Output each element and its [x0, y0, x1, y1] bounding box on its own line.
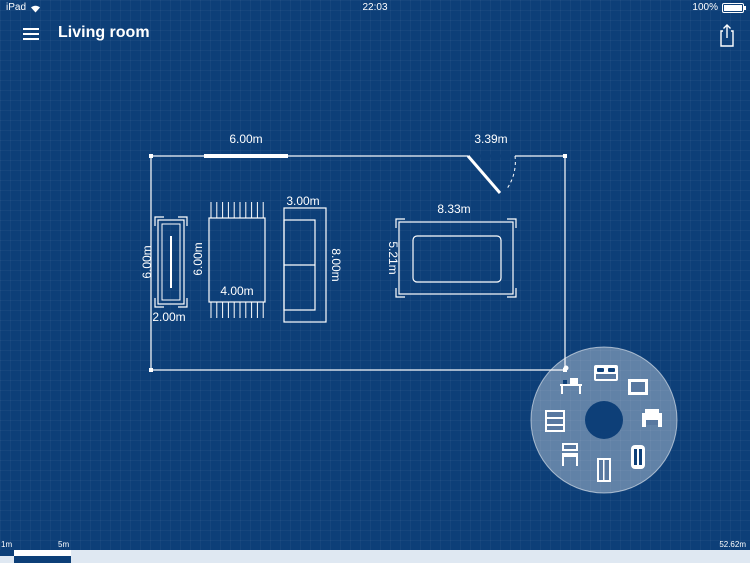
- scale-label-mid: 5m: [58, 540, 70, 549]
- status-left: iPad: [6, 0, 41, 16]
- scale-segment-1m: [0, 550, 14, 556]
- rug-height: 6.00m: [191, 242, 205, 275]
- table[interactable]: [395, 218, 517, 298]
- scale-label-start: 1m: [1, 540, 13, 549]
- window-dimension: 6.00m: [229, 132, 262, 146]
- armchair-icon[interactable]: [642, 409, 662, 427]
- side-table-width: 2.00m: [152, 310, 185, 324]
- radiator-icon[interactable]: [631, 445, 645, 469]
- sofa-width: 3.00m: [286, 194, 319, 208]
- battery-fill: [724, 5, 742, 11]
- status-bar: iPad 22:03 100%: [0, 0, 750, 16]
- rug[interactable]: [208, 202, 266, 318]
- bed-icon[interactable]: [594, 365, 618, 381]
- side-table-height: 6.00m: [140, 245, 154, 278]
- nav-bar: Living room: [0, 16, 750, 54]
- share-button[interactable]: [714, 21, 740, 49]
- share-icon: [720, 24, 734, 47]
- chair-icon[interactable]: [562, 443, 578, 466]
- status-right: 100%: [692, 0, 746, 16]
- table-height: 5.21m: [386, 241, 400, 274]
- battery-percent: 100%: [692, 2, 718, 13]
- door-icon[interactable]: [597, 458, 611, 482]
- scale-base: [0, 556, 750, 563]
- scale-segment-5m-lower: [14, 556, 71, 563]
- status-time: 22:03: [362, 2, 388, 13]
- battery-icon: [722, 3, 746, 13]
- menu-button[interactable]: [18, 23, 44, 45]
- page-title: Living room: [58, 24, 150, 41]
- furniture-wheel[interactable]: [530, 346, 678, 494]
- device-name: iPad: [6, 2, 27, 13]
- scale-label-end: 52.62m: [719, 540, 746, 549]
- room-walls[interactable]: [149, 154, 567, 372]
- sofa-height: 8.00m: [329, 248, 343, 281]
- desk-icon[interactable]: [560, 378, 582, 394]
- sofa[interactable]: [283, 207, 327, 323]
- window[interactable]: [204, 154, 288, 158]
- side-table[interactable]: [154, 216, 188, 308]
- door[interactable]: [466, 154, 516, 194]
- table-width: 8.33m: [437, 202, 470, 216]
- scale-bar: 1m 5m 52.62m: [0, 540, 750, 563]
- shelf-icon[interactable]: [545, 410, 565, 432]
- rug-width: 4.00m: [220, 284, 253, 298]
- scale-track: [0, 550, 750, 556]
- scale-segment-5m: [14, 550, 71, 556]
- rug-icon[interactable]: [628, 379, 648, 395]
- door-dimension: 3.39m: [474, 132, 507, 146]
- wifi-icon: [31, 5, 41, 12]
